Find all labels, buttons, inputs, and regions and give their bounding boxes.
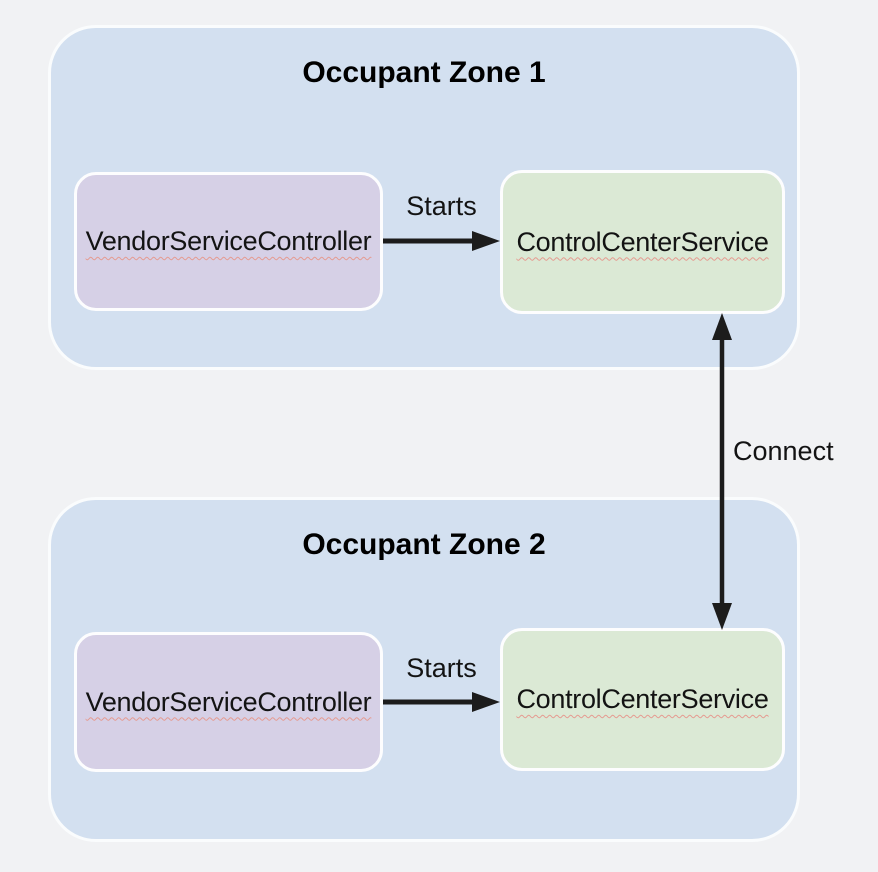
zone-1-starts-label: Starts	[406, 191, 477, 221]
zone-1-title: Occupant Zone 1	[302, 56, 546, 89]
zone-2-vendor-service-controller-node: VendorServiceController	[74, 632, 383, 772]
zone-1-vendor-service-controller-node: VendorServiceController	[74, 172, 383, 311]
occupant-zone-2: Occupant Zone 2 VendorServiceController …	[48, 497, 800, 842]
zone-1-starts-arrow-right-icon	[383, 231, 500, 251]
zone-2-control-center-service-node: ControlCenterService	[500, 628, 785, 771]
zone-2-control-center-service-label: ControlCenterService	[516, 684, 769, 714]
zone-1-control-center-service-label: ControlCenterService	[516, 226, 769, 257]
occupant-zone-1: Occupant Zone 1 VendorServiceController …	[48, 25, 800, 370]
connect-label: Connect	[733, 436, 834, 466]
zone-1-control-center-service-node: ControlCenterService	[500, 170, 785, 314]
zone-1-vendor-service-controller-label: VendorServiceController	[85, 226, 372, 256]
zone-2-vendor-service-controller-label: VendorServiceController	[85, 686, 372, 717]
zone-2-starts-arrow-right-icon	[383, 692, 500, 712]
zone-2-starts-label: Starts	[406, 653, 477, 683]
connect-double-arrow-icon	[712, 313, 732, 630]
zone-2-title: Occupant Zone 2	[302, 528, 546, 561]
